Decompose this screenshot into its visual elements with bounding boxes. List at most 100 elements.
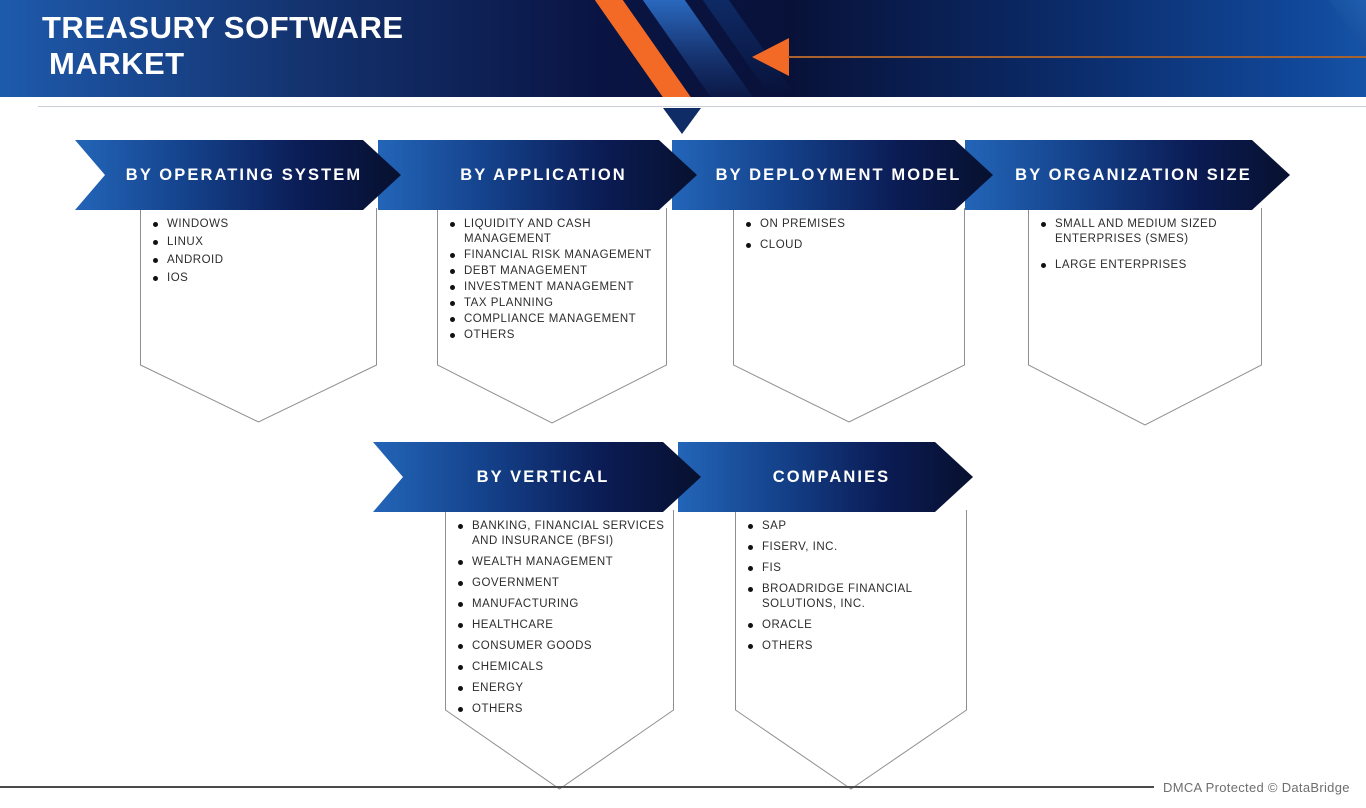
- list-item: SAP: [748, 519, 961, 534]
- list-item: GOVERNMENT: [458, 576, 668, 591]
- segment-panel-by-organization-size: SMALL AND MEDIUM SIZED ENTERPRISES (SMES…: [1028, 208, 1262, 426]
- list-item-label: OTHERS: [472, 703, 523, 715]
- list-item: INVESTMENT MANAGEMENT: [450, 280, 661, 295]
- list-item: ORACLE: [748, 618, 961, 633]
- left-arrow-icon: [752, 38, 789, 76]
- header-banner: TREASURY SOFTWARE MARKET: [0, 0, 1366, 97]
- list-item-label: CHEMICALS: [472, 661, 544, 673]
- list-item-label: ENERGY: [472, 682, 524, 694]
- list-item: ON PREMISES: [746, 217, 959, 232]
- down-triangle-icon: [663, 108, 701, 134]
- list-item: IOS: [153, 271, 371, 286]
- dot-icon: [458, 623, 463, 628]
- segment-label: BY ORGANIZATION SIZE: [1015, 165, 1252, 184]
- list-item: OTHERS: [748, 639, 961, 654]
- list-item: CONSUMER GOODS: [458, 639, 668, 654]
- segment-items: WINDOWS LINUX ANDROID IOS: [140, 208, 377, 286]
- list-item: ANDROID: [153, 253, 371, 268]
- dot-icon: [153, 240, 158, 245]
- segment-panel-companies: SAP FISERV, INC. FIS BROADRIDGE FINANCIAL S…: [735, 510, 967, 790]
- dot-icon: [458, 644, 463, 649]
- dot-icon: [748, 644, 753, 649]
- segment-label: COMPANIES: [772, 467, 891, 486]
- dmca-credit: DMCA Protected © DataBridge: [1163, 780, 1350, 795]
- dot-icon: [748, 566, 753, 571]
- segment-banner-by-organization-size: BY ORGANIZATION SIZE: [965, 140, 1290, 210]
- segment-banner-by-vertical: BY VERTICAL: [373, 442, 701, 512]
- dot-icon: [450, 301, 455, 306]
- list-item: ENERGY: [458, 681, 668, 696]
- dot-icon: [450, 317, 455, 322]
- list-item: FINANCIAL RISK MANAGEMENT: [450, 248, 661, 263]
- list-item-label: ON PREMISES: [760, 218, 846, 230]
- segment-label: BY VERTICAL: [476, 467, 610, 486]
- list-item-label: OTHERS: [762, 640, 813, 652]
- list-item-label: ANDROID: [167, 254, 224, 266]
- list-item: CHEMICALS: [458, 660, 668, 675]
- list-item: WINDOWS: [153, 217, 371, 232]
- list-item: LARGE ENTERPRISES: [1041, 258, 1256, 273]
- list-item-label: SMALL AND MEDIUM SIZED ENTERPRISES (SMES…: [1055, 218, 1218, 245]
- dot-icon: [458, 602, 463, 607]
- segment-items: BANKING, FINANCIAL SERVICES AND INSURANC…: [445, 510, 674, 717]
- segment-banner-companies: COMPANIES: [678, 442, 973, 512]
- segment-label: BY APPLICATION: [460, 165, 627, 184]
- list-item: OTHERS: [458, 702, 668, 717]
- list-item-label: LINUX: [167, 236, 204, 248]
- list-item: FIS: [748, 561, 961, 576]
- list-item-label: INVESTMENT MANAGEMENT: [464, 281, 635, 293]
- arrow-tail-line: [788, 56, 1366, 58]
- list-item: WEALTH MANAGEMENT: [458, 555, 668, 570]
- list-item-label: BANKING, FINANCIAL SERVICES AND INSURANC…: [472, 520, 665, 547]
- list-item-label: IOS: [167, 272, 189, 284]
- dot-icon: [458, 707, 463, 712]
- list-item: OTHERS: [450, 328, 661, 343]
- segment-label: BY DEPLOYMENT MODEL: [715, 165, 962, 184]
- dot-icon: [1041, 263, 1046, 268]
- dot-icon: [746, 222, 751, 227]
- page-title-line2: MARKET: [49, 46, 185, 81]
- list-item: LINUX: [153, 235, 371, 250]
- list-item: COMPLIANCE MANAGEMENT: [450, 312, 661, 327]
- list-item-label: ORACLE: [762, 619, 813, 631]
- list-item-label: FINANCIAL RISK MANAGEMENT: [464, 249, 652, 261]
- list-item: FISERV, INC.: [748, 540, 961, 555]
- list-item: BANKING, FINANCIAL SERVICES AND INSURANC…: [458, 519, 668, 549]
- dot-icon: [1041, 222, 1046, 227]
- panel-outline: [140, 208, 377, 423]
- dot-icon: [153, 258, 158, 263]
- corner-light-band: [1326, 0, 1366, 97]
- list-item: DEBT MANAGEMENT: [450, 264, 661, 279]
- list-item-label: WEALTH MANAGEMENT: [472, 556, 614, 568]
- list-item-label: FIS: [762, 562, 782, 574]
- list-item: TAX PLANNING: [450, 296, 661, 311]
- header-separator-line: [38, 106, 1366, 107]
- dot-icon: [746, 243, 751, 248]
- list-item-label: BROADRIDGE FINANCIAL SOLUTIONS, INC.: [762, 583, 913, 610]
- page-title: TREASURY SOFTWARE MARKET: [42, 10, 404, 82]
- list-item: MANUFACTURING: [458, 597, 668, 612]
- segment-banner-by-application: BY APPLICATION: [378, 140, 697, 210]
- list-item-label: TAX PLANNING: [464, 297, 554, 309]
- dot-icon: [450, 333, 455, 338]
- dot-icon: [748, 587, 753, 592]
- list-item-label: SAP: [762, 520, 787, 532]
- dot-icon: [458, 581, 463, 586]
- list-item-label: MANUFACTURING: [472, 598, 579, 610]
- dot-icon: [153, 222, 158, 227]
- panel-outline: [733, 208, 965, 423]
- list-item-label: CONSUMER GOODS: [472, 640, 593, 652]
- list-item-label: WINDOWS: [167, 218, 229, 230]
- list-item-label: HEALTHCARE: [472, 619, 554, 631]
- panel-outline: [445, 510, 674, 790]
- list-item-label: LARGE ENTERPRISES: [1055, 259, 1187, 271]
- dot-icon: [458, 665, 463, 670]
- dot-icon: [748, 524, 753, 529]
- segment-items: SMALL AND MEDIUM SIZED ENTERPRISES (SMES…: [1028, 208, 1262, 273]
- segment-items: SAP FISERV, INC. FIS BROADRIDGE FINANCIAL S…: [735, 510, 967, 654]
- panel-outline: [735, 510, 967, 790]
